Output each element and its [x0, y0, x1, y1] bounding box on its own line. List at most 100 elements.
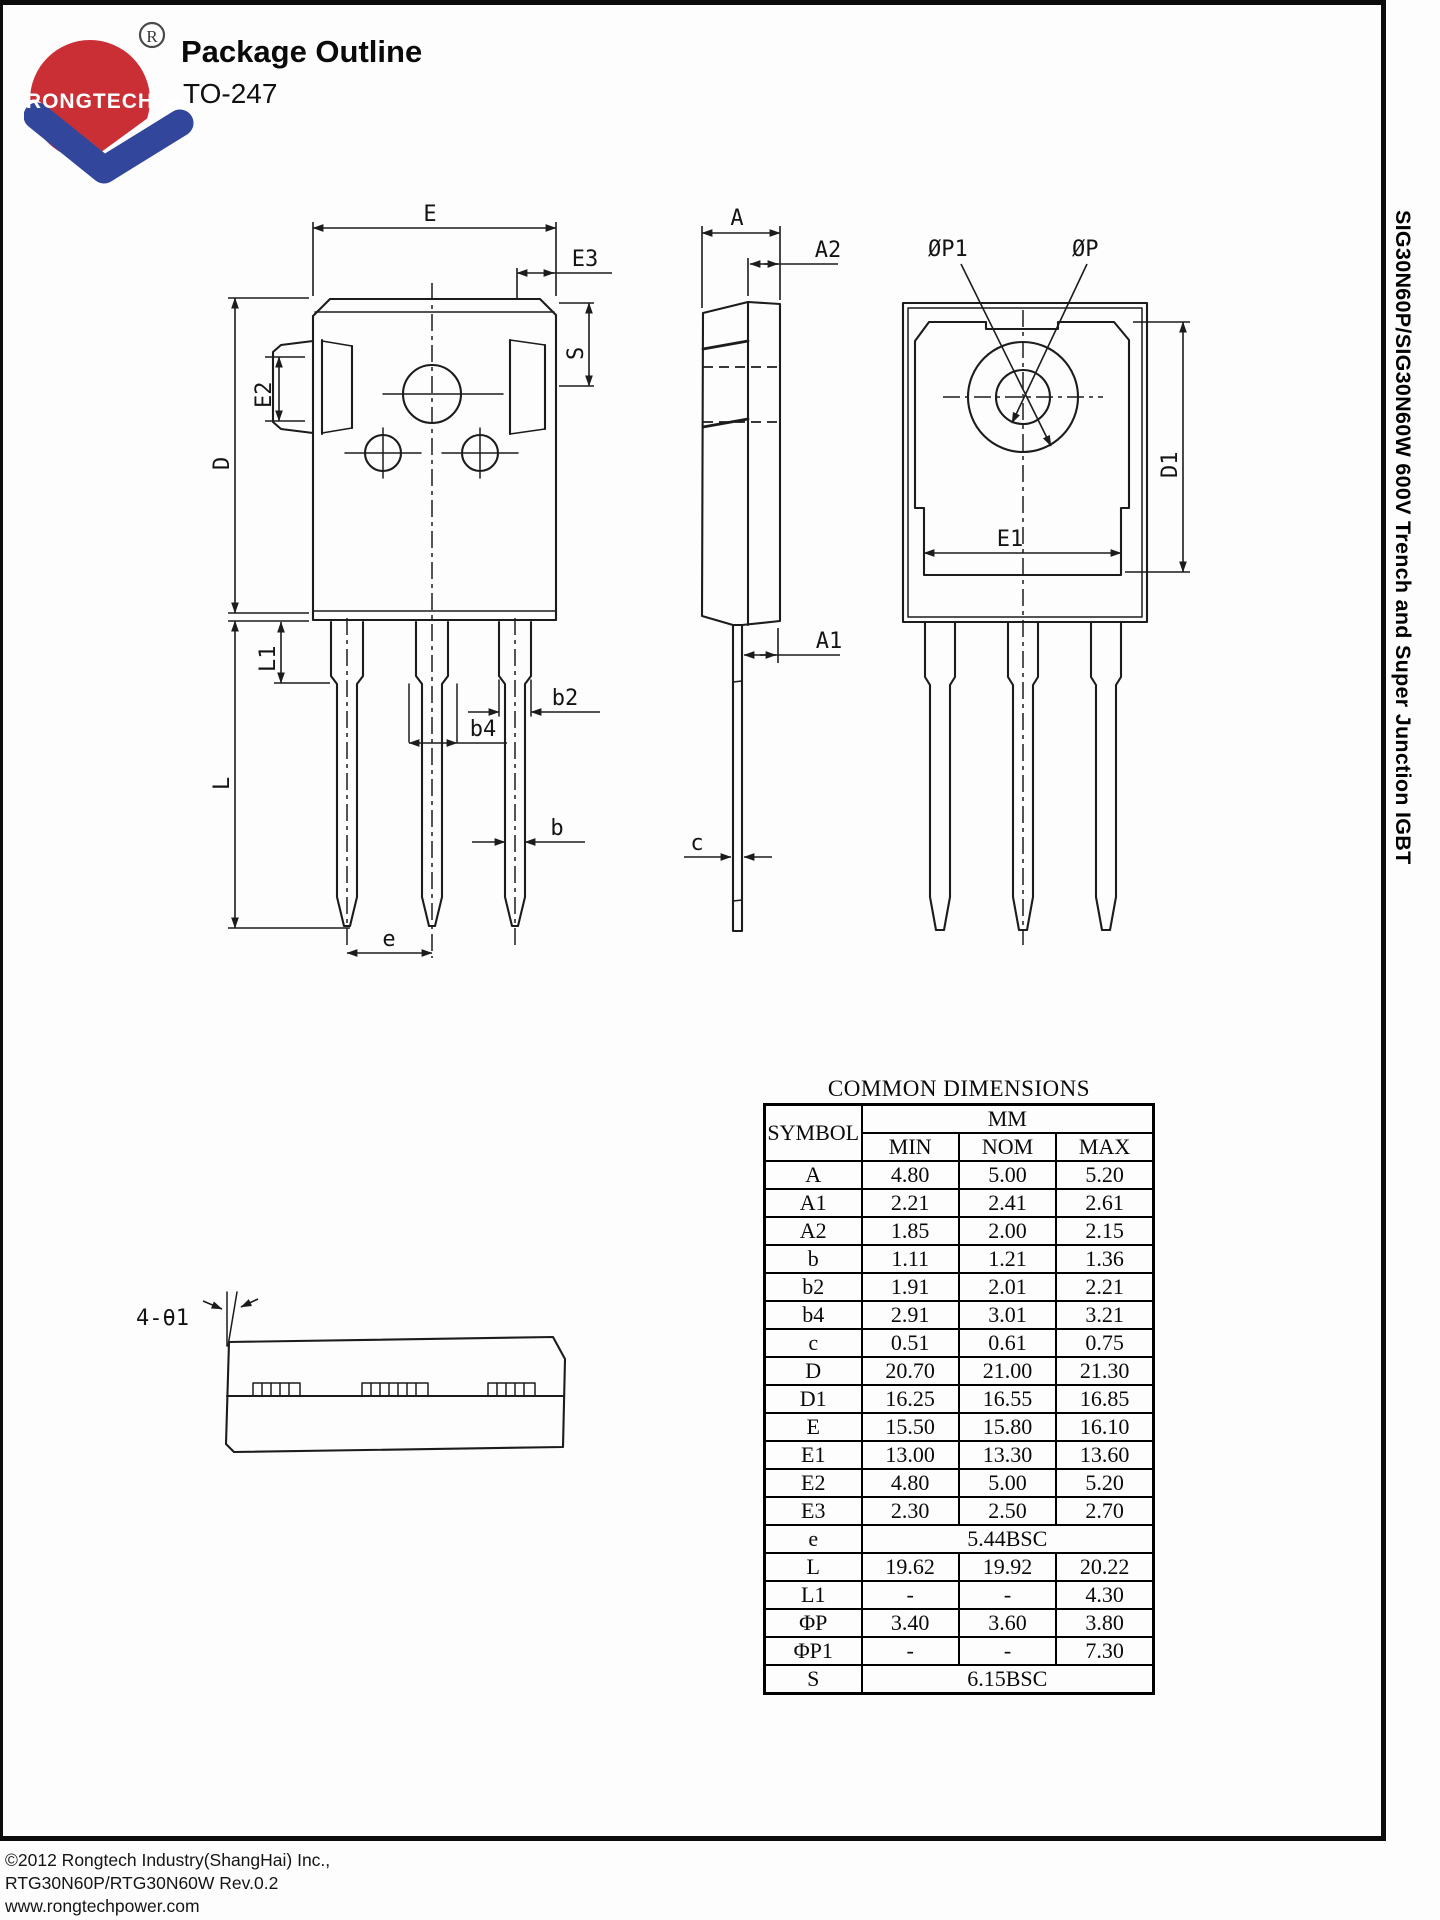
dim-label-a2: A2 [815, 238, 842, 263]
value-cell: 5.00 [957, 1160, 1058, 1190]
value-cell: 16.10 [1055, 1412, 1155, 1442]
value-cell: 1.11 [860, 1244, 960, 1274]
dim-label-op: ØP [1072, 237, 1099, 262]
rongtech-logo: RONGTECH R [24, 21, 194, 184]
value-cell: 4.30 [1055, 1580, 1155, 1610]
value-cell: - [957, 1636, 1058, 1666]
value-cell: 3.40 [860, 1608, 960, 1638]
value-cell: 4.80 [860, 1468, 960, 1498]
col-header-max: MAX [1055, 1132, 1155, 1162]
value-cell: 3.01 [957, 1300, 1058, 1330]
dim-label-op1: ØP1 [928, 237, 968, 262]
footer: ©2012 Rongtech Industry(ShangHai) Inc., R… [5, 1849, 330, 1918]
table-title: COMMON DIMENSIONS [827, 1076, 1091, 1101]
col-header-min: MIN [860, 1132, 960, 1162]
bottom-view-drawing: 4-θ1 [136, 1291, 567, 1454]
value-cell: 15.80 [957, 1412, 1058, 1442]
value-cell: 19.92 [957, 1552, 1058, 1582]
value-cell: 16.25 [860, 1384, 960, 1414]
symbol-cell: b2 [763, 1272, 863, 1302]
value-cell: 3.80 [1055, 1608, 1155, 1638]
dim-label-e-width: E [423, 202, 436, 227]
dim-label-e3: E3 [572, 247, 599, 272]
symbol-cell: ΦP [763, 1608, 863, 1638]
value-cell: 3.21 [1055, 1300, 1155, 1330]
value-cell: 1.85 [860, 1216, 960, 1246]
dim-label-draft-angle: 4-θ1 [136, 1306, 189, 1331]
value-cell: - [860, 1636, 960, 1666]
symbol-cell: E2 [763, 1468, 863, 1498]
front-view-drawing: E E3 S E2 D L L1 b4 [210, 202, 612, 958]
value-cell: 2.00 [957, 1216, 1058, 1246]
dim-label-c: c [690, 831, 703, 856]
package-outline-drawing: E E3 S E2 D L L1 b4 [210, 202, 1190, 958]
symbol-cell: L [763, 1552, 863, 1582]
dim-label-l1: L1 [256, 646, 281, 673]
value-cell: 20.22 [1055, 1552, 1155, 1582]
dim-label-b: b [550, 816, 563, 841]
registered-trademark-icon: R [138, 21, 166, 49]
value-cell: 2.21 [860, 1188, 960, 1218]
dim-label-e2: E2 [252, 382, 277, 409]
dim-label-d1: D1 [1158, 452, 1183, 479]
value-cell: 16.55 [957, 1384, 1058, 1414]
symbol-cell: b4 [763, 1300, 863, 1330]
symbol-cell: b [763, 1244, 863, 1274]
dim-label-l: L [210, 777, 235, 790]
table-row: L1--4.30 [763, 1580, 1155, 1610]
value-cell: 15.50 [860, 1412, 960, 1442]
value-cell: 20.70 [860, 1356, 960, 1386]
value-cell: 13.60 [1055, 1440, 1155, 1470]
value-cell: 1.36 [1055, 1244, 1155, 1274]
value-cell: 2.15 [1055, 1216, 1155, 1246]
dim-label-a1: A1 [816, 629, 843, 654]
footer-line: RTG30N60P/RTG30N60W Rev.0.2 [5, 1873, 279, 1893]
value-cell: 0.51 [860, 1328, 960, 1358]
value-cell: 0.61 [957, 1328, 1058, 1358]
footer-line: ©2012 Rongtech Industry(ShangHai) Inc., [5, 1850, 331, 1870]
symbol-cell: A1 [763, 1188, 863, 1218]
dim-label-b2: b2 [552, 686, 579, 711]
value-cell: 2.01 [957, 1272, 1058, 1302]
value-cell: 3.60 [957, 1608, 1058, 1638]
value-cell: 2.91 [860, 1300, 960, 1330]
page-frame [0, 0, 1386, 1841]
dim-label-s: S [564, 347, 589, 360]
svg-text:R: R [146, 27, 158, 46]
back-view-drawing: ØP1 ØP E1 D1 [901, 237, 1190, 945]
dim-label-pitch-e: e [382, 927, 395, 952]
package-name: TO-247 [183, 78, 278, 109]
symbol-header: SYMBOL [763, 1103, 863, 1162]
symbol-cell: D [763, 1356, 863, 1386]
symbol-cell: ΦP1 [763, 1636, 863, 1666]
page-title: Package Outline [181, 34, 423, 69]
value-cell: 2.50 [957, 1496, 1058, 1526]
symbol-cell: S [763, 1664, 863, 1695]
value-cell: 2.21 [1055, 1272, 1155, 1302]
value-cell: 1.91 [860, 1272, 960, 1302]
value-cell: 5.20 [1055, 1468, 1155, 1498]
value-cell: 19.62 [860, 1552, 960, 1582]
logo-brand-text: RONGTECH [26, 90, 154, 113]
value-cell: 2.70 [1055, 1496, 1155, 1526]
value-cell: 2.61 [1055, 1188, 1155, 1218]
symbol-cell: D1 [763, 1384, 863, 1414]
value-cell: 5.00 [957, 1468, 1058, 1498]
value-cell: 1.21 [957, 1244, 1058, 1274]
symbol-cell: c [763, 1328, 863, 1358]
